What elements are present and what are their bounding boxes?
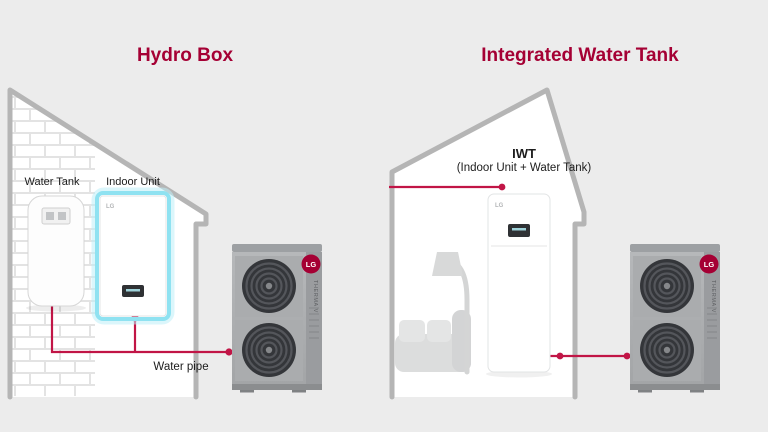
indoor-unit-label: Indoor Unit <box>106 176 160 188</box>
water-pipe-label: Water pipe <box>153 361 209 373</box>
iwt-unit: LG <box>486 193 552 378</box>
iwt-sublabel: (Indoor Unit + Water Tank) <box>456 162 592 174</box>
indoor-unit: LG <box>91 187 175 325</box>
left-panel-title: Hydro Box <box>136 45 234 66</box>
water-tank <box>26 195 86 312</box>
iwt-label: IWT <box>512 146 536 161</box>
iwt-lg-text: LG <box>495 203 504 209</box>
pipe-joint-dots-right <box>498 183 631 360</box>
outdoor-unit-left <box>232 244 322 393</box>
water-tank-label: Water Tank <box>24 176 80 188</box>
indoor-lg-text: LG <box>106 204 115 210</box>
floor-lamp <box>432 252 470 375</box>
right-panel-title: Integrated Water Tank <box>481 45 679 66</box>
outdoor-unit-right <box>630 244 720 393</box>
